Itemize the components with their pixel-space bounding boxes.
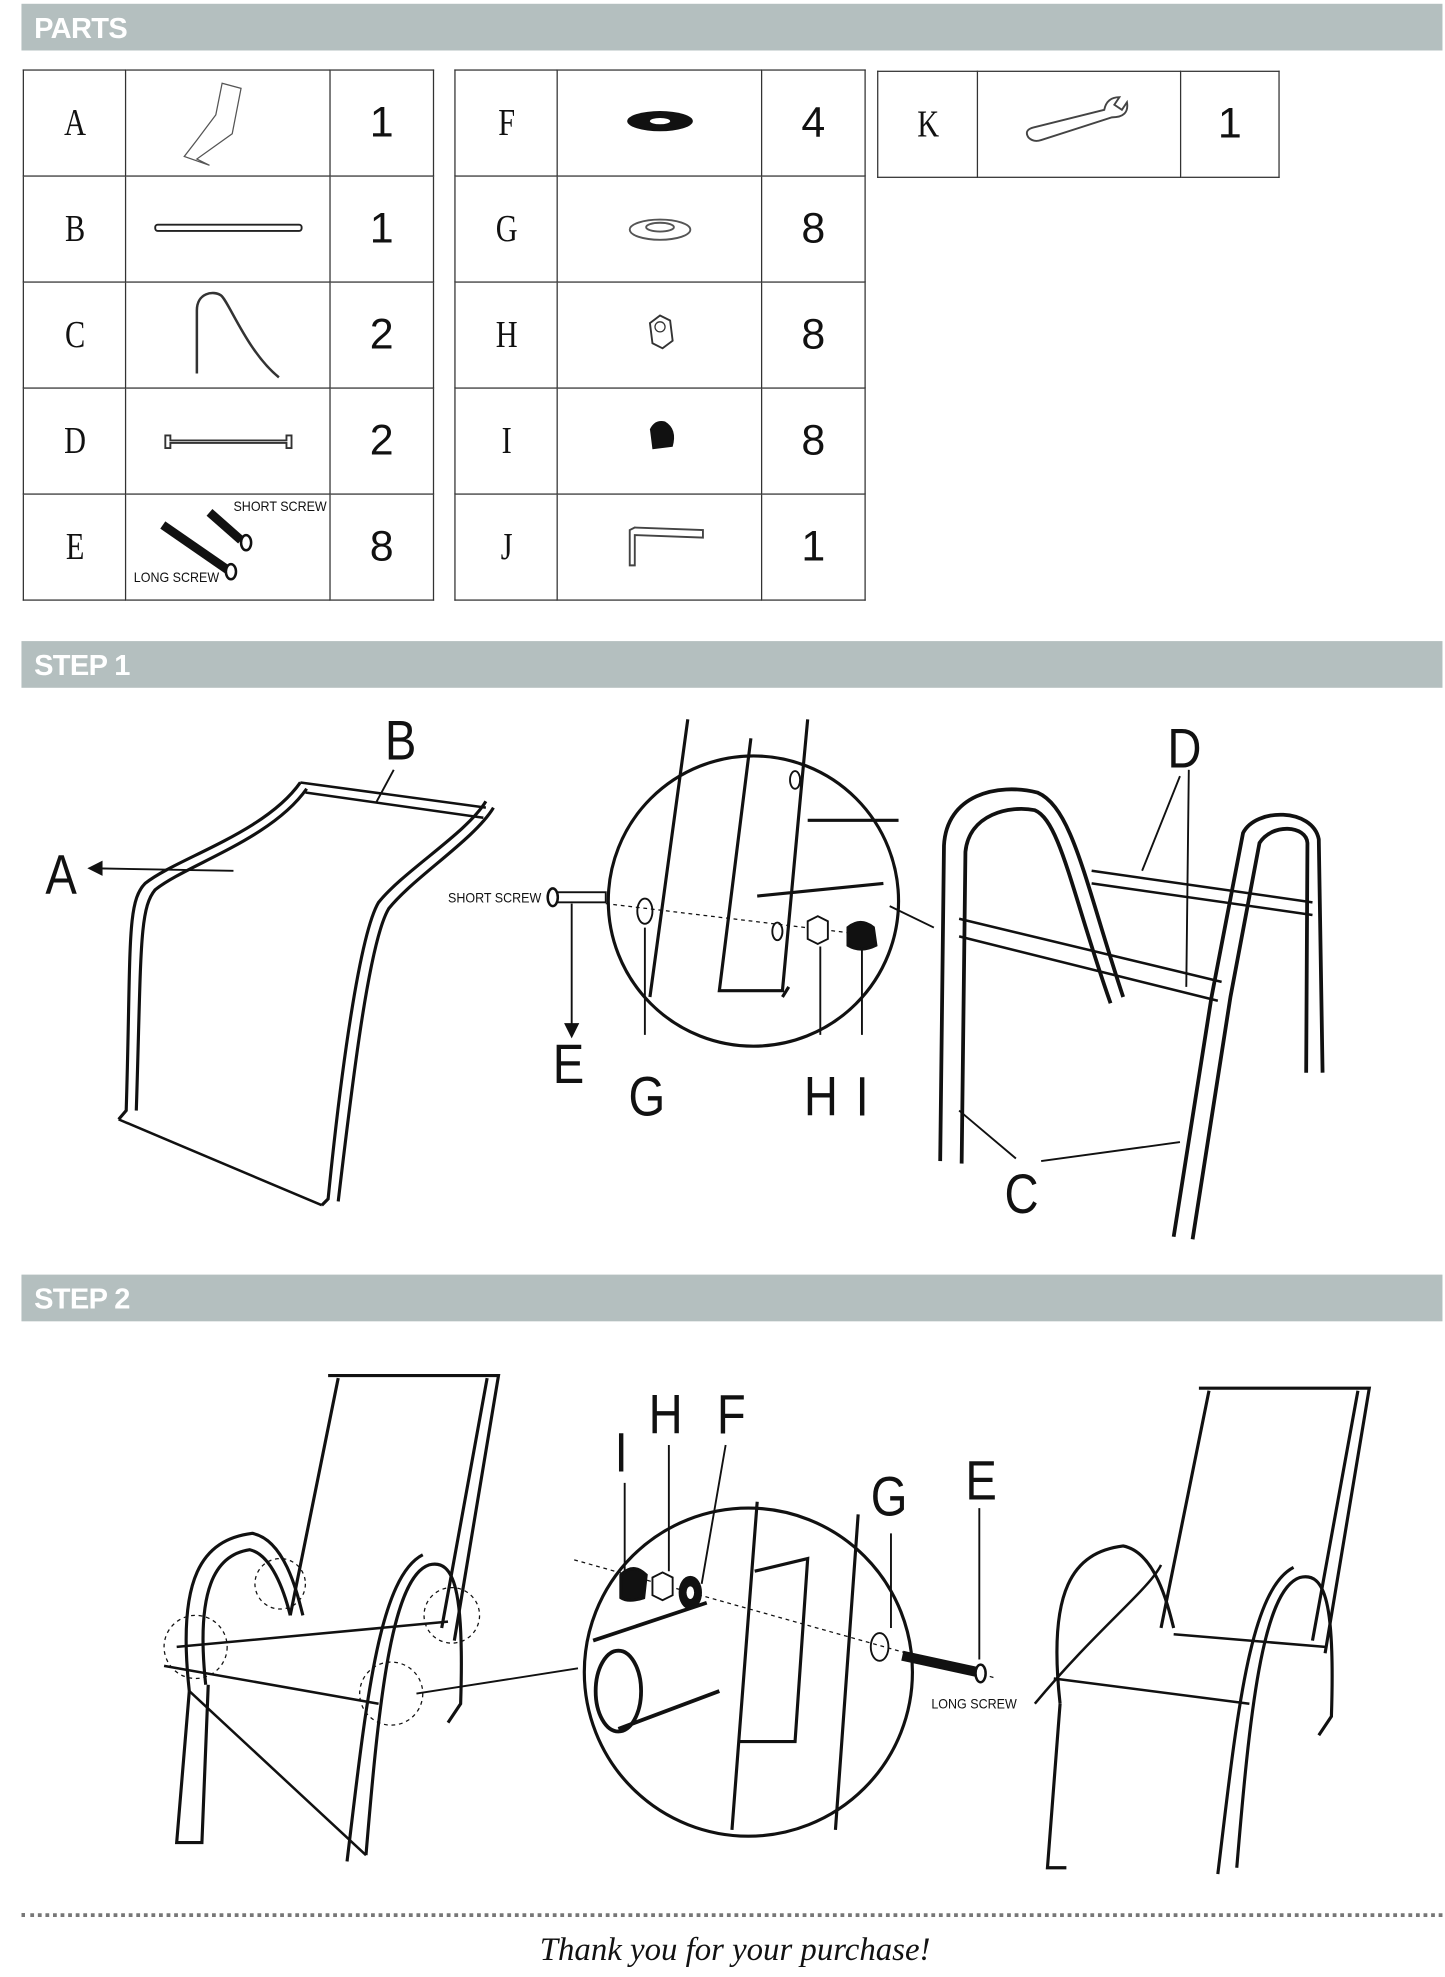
- part-letter: A: [33, 69, 116, 177]
- step1-title: STEP 1: [34, 648, 130, 682]
- nut-icon: [648, 314, 674, 350]
- dotted-divider: [21, 1913, 1443, 1917]
- label-i-2: I: [614, 1422, 628, 1485]
- short-screw-text: SHORT SCREW: [233, 499, 327, 515]
- label-h-2: H: [648, 1384, 683, 1447]
- sling-seat-icon: [182, 82, 242, 166]
- part-letter: E: [33, 493, 116, 601]
- long-screw-text: LONG SCREW: [133, 570, 220, 586]
- step2-header: STEP 2: [21, 1274, 1443, 1322]
- part-letter: G: [464, 175, 548, 283]
- rod-icon: [153, 223, 302, 232]
- short-screw-label: SHORT SCREW: [448, 890, 542, 907]
- part-image: SHORT SCREW LONG SCREW: [124, 493, 331, 601]
- part-letter: D: [33, 387, 116, 495]
- part-image: [124, 175, 331, 283]
- wrench-icon: [1025, 96, 1129, 142]
- part-quantity: 2: [329, 281, 435, 389]
- part-quantity: 8: [760, 387, 866, 495]
- cap-nut-icon: [649, 421, 674, 450]
- parts-title: PARTS: [34, 11, 128, 45]
- long-screw-label: LONG SCREW: [931, 1697, 1017, 1713]
- parts-header: PARTS: [21, 3, 1443, 51]
- step1-header: STEP 1: [21, 641, 1443, 688]
- step1-illustration: [87, 719, 1325, 1240]
- label-g: G: [628, 1066, 666, 1129]
- part-quantity: 1: [329, 69, 435, 177]
- part-letter: B: [33, 175, 116, 283]
- part-image: [124, 281, 331, 389]
- label-f-2: F: [716, 1384, 746, 1447]
- label-e-2: E: [965, 1450, 997, 1512]
- part-letter: I: [464, 387, 548, 495]
- part-letter: F: [464, 69, 548, 177]
- part-quantity: 8: [329, 493, 435, 601]
- label-b: B: [384, 710, 417, 773]
- allen-key-icon: [628, 526, 704, 567]
- part-quantity: 8: [760, 175, 866, 283]
- part-quantity: 1: [760, 493, 866, 601]
- thank-you-message: Thank you for your purchase!: [539, 1930, 931, 1968]
- part-quantity: 2: [329, 387, 435, 495]
- part-quantity: 1: [1179, 70, 1280, 178]
- part-image: [556, 175, 763, 283]
- flat-washer-icon: [628, 218, 691, 241]
- label-h: H: [803, 1066, 838, 1129]
- screws-icon: [159, 509, 252, 581]
- step2-title: STEP 2: [34, 1282, 130, 1316]
- part-quantity: 8: [760, 281, 866, 389]
- label-d: D: [1167, 718, 1202, 780]
- part-letter: K: [887, 70, 968, 178]
- step2-illustration: [163, 1374, 1372, 1875]
- part-image: [556, 493, 763, 601]
- part-quantity: 4: [760, 69, 866, 177]
- part-image: [124, 387, 331, 495]
- part-quantity: 1: [329, 175, 435, 283]
- label-i: I: [855, 1066, 869, 1129]
- part-row-e: E SHORT SCREW LONG SCREW 8: [23, 493, 435, 601]
- part-image: [556, 281, 763, 389]
- part-image: [124, 69, 331, 177]
- black-washer-icon: [626, 111, 693, 132]
- part-letter: C: [33, 281, 116, 389]
- part-letter: J: [464, 493, 548, 601]
- crossbar-icon: [163, 434, 292, 449]
- part-image: [556, 69, 763, 177]
- part-letter: H: [464, 281, 548, 389]
- label-c: C: [1004, 1163, 1039, 1226]
- part-image: [556, 387, 763, 495]
- label-g-2: G: [870, 1466, 908, 1529]
- part-image: [976, 70, 1182, 178]
- label-e: E: [552, 1033, 585, 1096]
- label-a: A: [45, 844, 77, 907]
- frame-leg-icon: [194, 291, 280, 379]
